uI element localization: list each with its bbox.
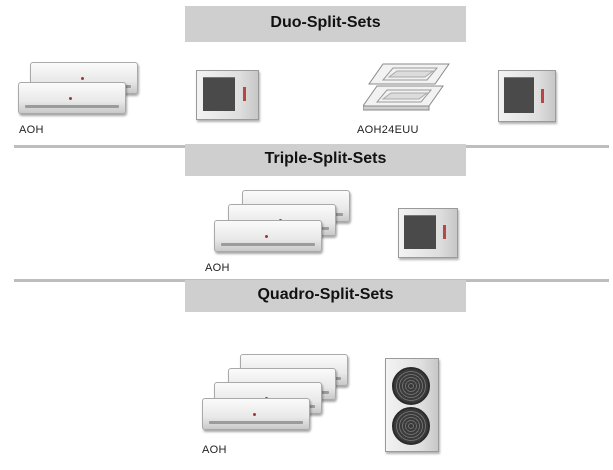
caption-duo-aoh24euu: AOH24EUU <box>357 124 419 136</box>
caption-triple-aoh: AOH <box>205 262 230 274</box>
outdoor-unit-triple-image <box>398 208 458 258</box>
outdoor-unit-duo-2-image <box>498 70 556 122</box>
section-title-duo: Duo-Split-Sets <box>185 6 466 42</box>
outdoor-unit-quadro-image <box>385 358 439 452</box>
cassette-unit-stack-image <box>362 62 451 129</box>
section-title-triple: Triple-Split-Sets <box>185 144 466 176</box>
outdoor-unit-duo-1-image <box>196 70 259 120</box>
caption-duo-aoh: AOH <box>19 124 44 136</box>
caption-quadro-aoh: AOH <box>202 444 227 456</box>
section-title-quadro: Quadro-Split-Sets <box>185 280 466 312</box>
